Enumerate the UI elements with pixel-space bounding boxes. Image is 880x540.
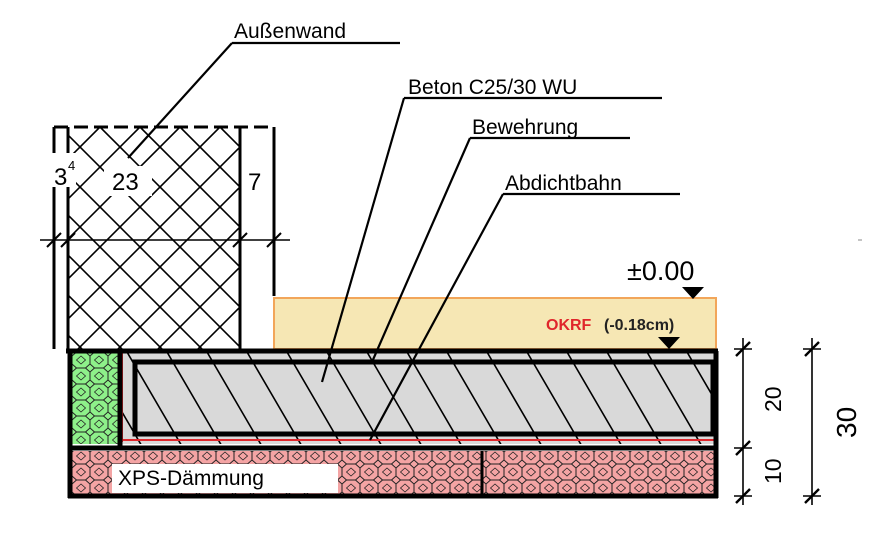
label-bewehrung: Bewehrung [472,116,578,139]
okrf-value: (-0.18cm) [604,317,674,334]
dim-slab-20: 20 [760,386,786,412]
xps-label-box [112,464,338,493]
reinforcement-cage [132,359,716,437]
vertical-dimensions [734,338,821,505]
dim-total-30: 30 [831,407,862,438]
xps-label: XPS-Dämmung [118,467,264,490]
okrf-tag: OKRF [546,317,592,334]
screed-layer [273,297,717,350]
label-abdichtbahn: Abdichtbahn [505,172,622,195]
leader-lines [127,41,680,441]
concrete-slab [120,352,718,444]
edge-insulation-green [72,352,120,444]
level-zero-marker [682,287,704,299]
wall-dim-right: 7 [248,169,261,196]
wall-dim-middle: 23 [112,169,139,196]
floor-outline [66,348,719,499]
dim-insulation-10: 10 [760,458,786,484]
label-beton: Beton C25/30 WU [408,76,577,99]
okrf-marker [658,337,680,349]
wall-dim-left: 3 [54,164,67,191]
wall-dim-left-superscript: 4 [68,158,75,173]
level-zero-label: ±0.00 [627,256,694,286]
label-aussenwand: Außenwand [234,20,346,43]
wall-crosshatch [68,127,240,349]
exterior-wall [40,125,290,349]
